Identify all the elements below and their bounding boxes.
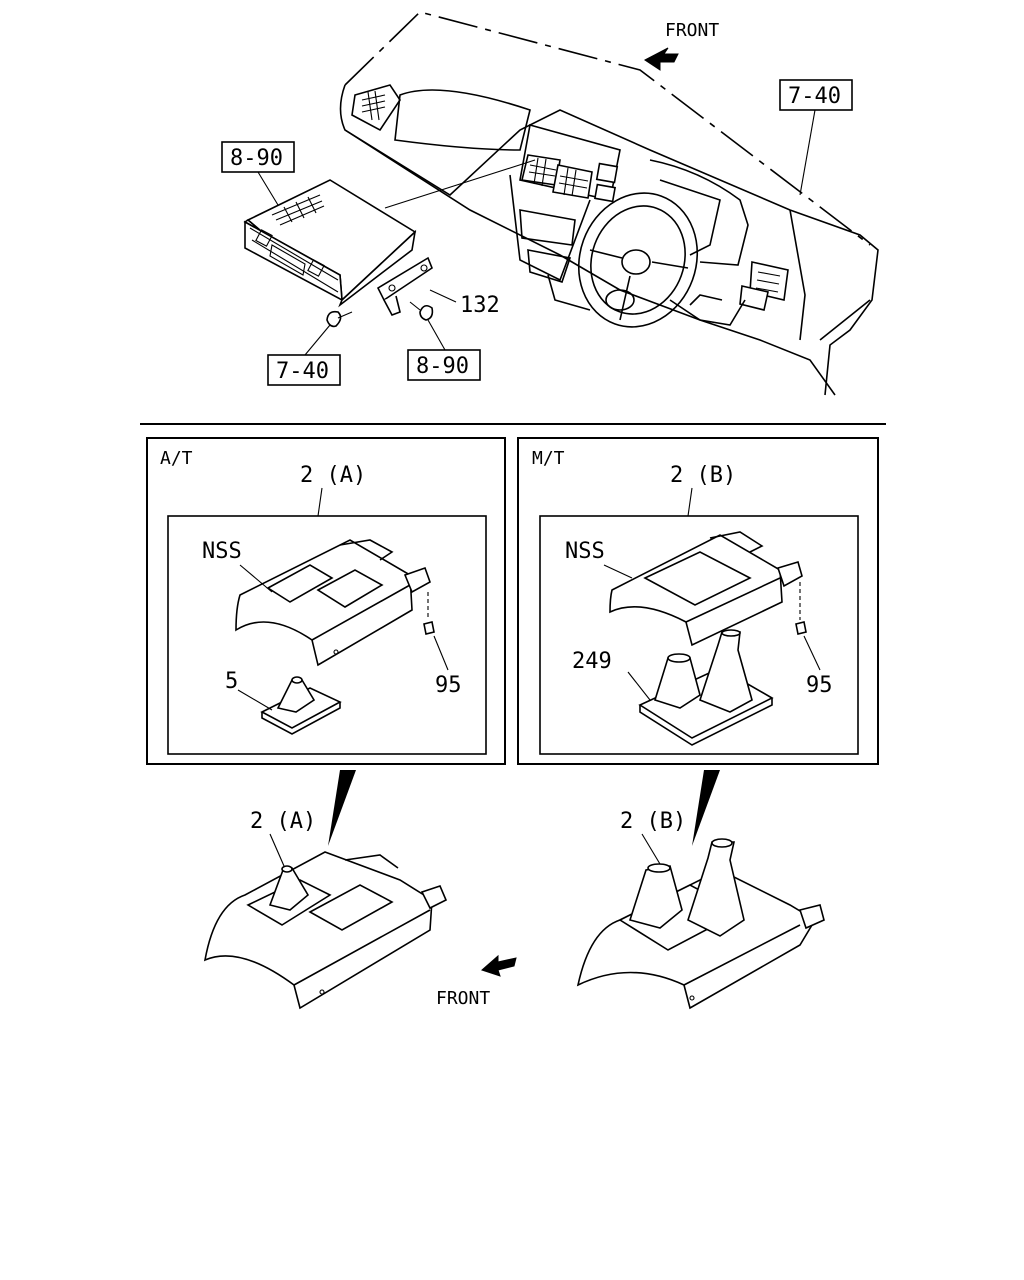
- shift-boot-mt: [638, 629, 774, 746]
- panel-at-title: A/T: [160, 448, 193, 469]
- panel-at-clip: 95: [435, 673, 462, 698]
- console-at-exploded: [235, 539, 431, 667]
- front-label-top: FRONT: [665, 20, 719, 41]
- callout-bracket-text: 132: [460, 293, 500, 318]
- panel-mt: M/T 2 (B) NSS 95 249: [517, 437, 879, 765]
- panel-mt-nss: NSS: [565, 539, 605, 564]
- panel-at: A/T 2 (A) NSS 95 5: [146, 437, 506, 765]
- panel-mt-boot: 249: [572, 649, 612, 674]
- callout-screw-right-text: 8-90: [416, 354, 469, 379]
- front-arrow-bottom: FRONT: [436, 954, 517, 1009]
- front-label-bottom: FRONT: [436, 988, 490, 1009]
- callout-screw-right[interactable]: 8-90: [407, 319, 481, 381]
- callout-bracket[interactable]: 132: [429, 289, 500, 318]
- console-mt-assembled: [576, 838, 825, 1010]
- console-at-assembled: [203, 851, 448, 1010]
- panel-at-nss: NSS: [202, 539, 242, 564]
- front-arrow-top: FRONT: [644, 20, 719, 71]
- console-mt-exploded: [609, 531, 803, 647]
- callout-dash[interactable]: 7-40: [779, 79, 853, 196]
- panel-mt-assembly-label: 2 (B): [670, 463, 736, 488]
- bottom-right-label: 2 (B): [620, 809, 686, 834]
- radio-unit: [243, 159, 536, 328]
- panel-mt-clip: 95: [806, 673, 833, 698]
- callout-radio[interactable]: 8-90: [221, 141, 295, 206]
- panel-at-assembly-label: 2 (A): [300, 463, 366, 488]
- bottom-left-label: 2 (A): [250, 809, 316, 834]
- wedge-arrow-left: [328, 770, 356, 846]
- callout-dash-text: 7-40: [788, 84, 841, 109]
- callout-screw-left[interactable]: 7-40: [267, 324, 341, 386]
- wedge-arrow-right: [692, 770, 720, 846]
- callout-radio-text: 8-90: [230, 146, 283, 171]
- panel-mt-title: M/T: [532, 448, 565, 469]
- panel-at-boot: 5: [225, 669, 238, 694]
- shift-boot-at: [260, 676, 342, 735]
- dashboard-illustration: [339, 11, 879, 396]
- callout-screw-left-text: 7-40: [276, 359, 329, 384]
